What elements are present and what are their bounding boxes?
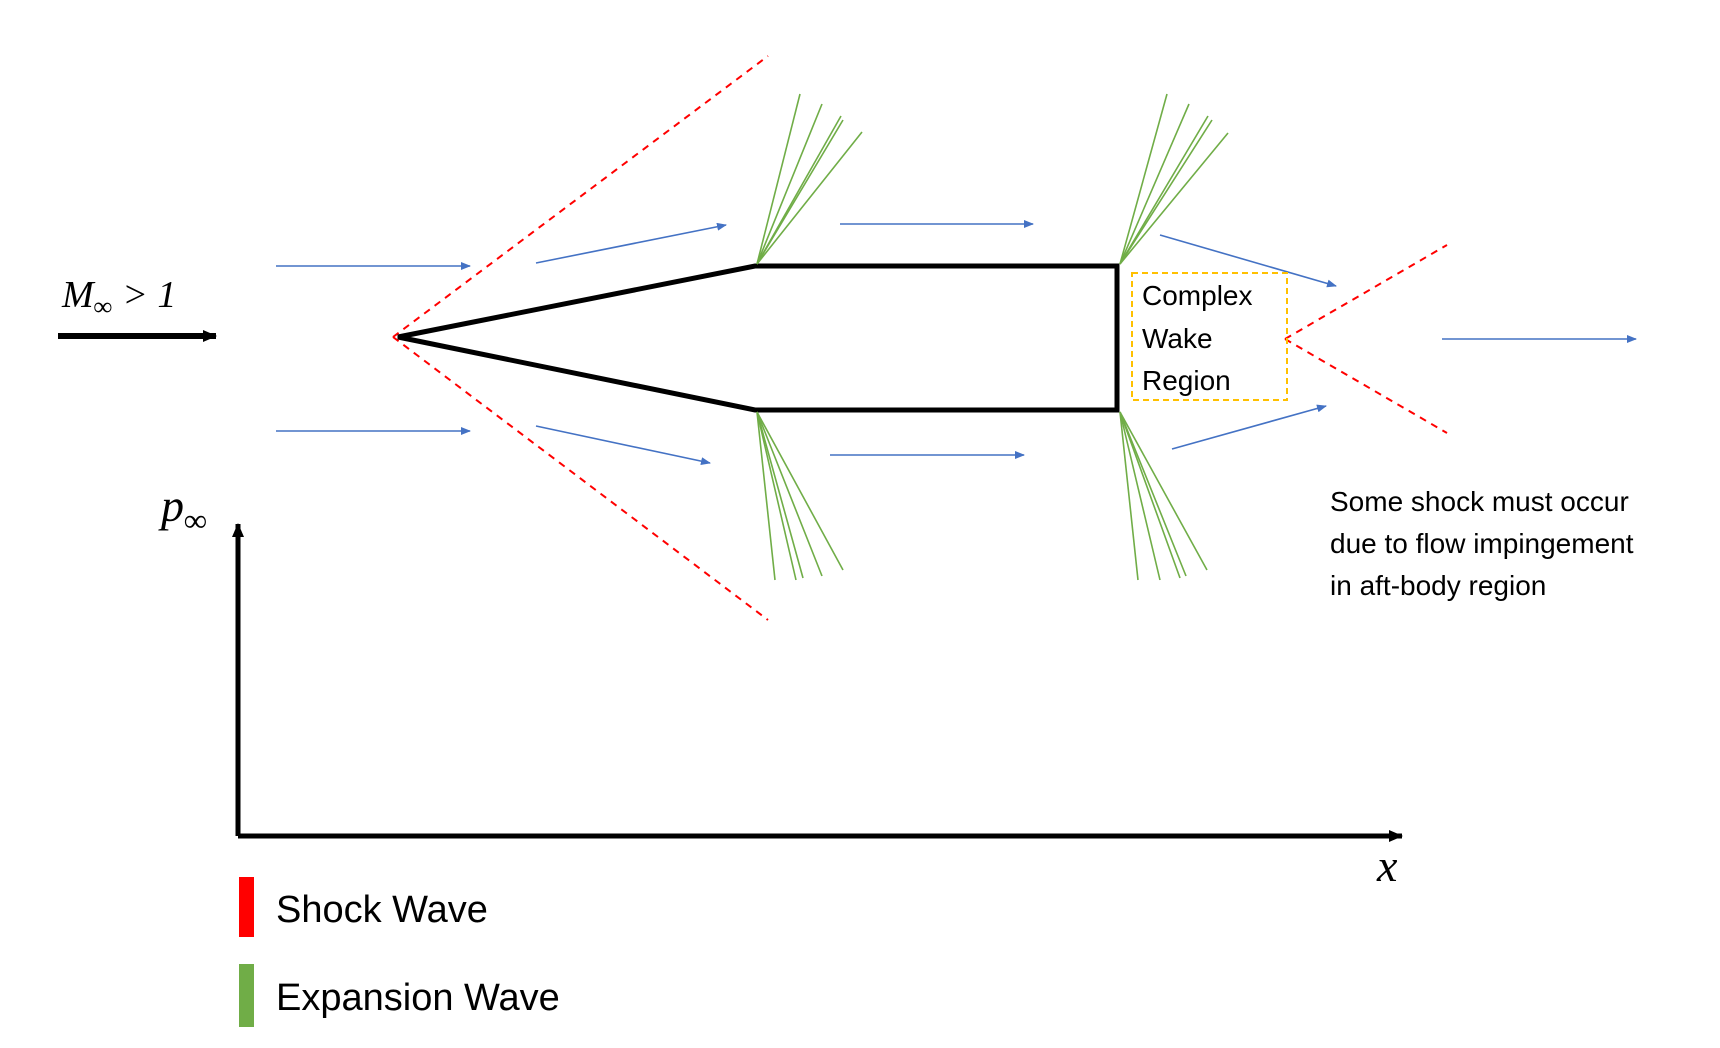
mach-label: M∞ > 1 (61, 274, 176, 321)
annotation-line2: due to flow impingement (1330, 528, 1634, 559)
body-outline (397, 263, 1120, 413)
streamline-aft-lower (1171, 404, 1327, 450)
wake-label-line1: Complex (1142, 280, 1252, 311)
legend-label-shock: Shock Wave (276, 889, 488, 931)
tail-shock-lower (1284, 338, 1448, 434)
wake-label: Complex Wake Region (1142, 280, 1260, 396)
legend: Shock Wave Expansion Wave (239, 877, 560, 1027)
bow-shock-upper (392, 55, 769, 338)
svg-text:M∞> 1: M∞ > 1 (61, 274, 176, 321)
y-axis-subscript: ∞ (184, 502, 207, 538)
expansion-fan-shoulder-upper (756, 93, 863, 265)
legend-label-expansion: Expansion Wave (276, 977, 560, 1019)
legend-swatch-shock (239, 877, 254, 937)
streamline-aft-upper (1159, 234, 1337, 288)
mach-symbol: M (61, 274, 96, 316)
y-axis-label: p∞ (158, 480, 207, 538)
x-axis-label: x (1376, 840, 1398, 891)
streamlines (276, 220, 1637, 466)
expansion-fan-base-upper (1119, 93, 1229, 265)
wake-label-line2: Wake (1142, 323, 1213, 354)
mach-subscript: ∞ (94, 292, 113, 321)
wake-label-line3: Region (1142, 365, 1231, 396)
expansion-fan-base-lower (1119, 411, 1208, 581)
annotation-line1: Some shock must occur (1330, 486, 1629, 517)
wake-region-box (1131, 272, 1288, 401)
streamline-cone-lower (535, 425, 711, 466)
aft-shock-annotation: Some shock must occur due to flow imping… (1330, 486, 1641, 601)
tail-shock-upper (1284, 244, 1448, 340)
expansion-fan-shoulder-lower (756, 411, 844, 581)
shock-waves (392, 55, 1448, 621)
mach-relation: > 1 (122, 274, 176, 316)
bow-shock-lower (392, 336, 769, 621)
legend-swatch-expansion (239, 964, 254, 1027)
expansion-fans (756, 93, 1229, 581)
streamline-cone-upper (535, 222, 727, 264)
annotation-line3: in aft-body region (1330, 570, 1546, 601)
